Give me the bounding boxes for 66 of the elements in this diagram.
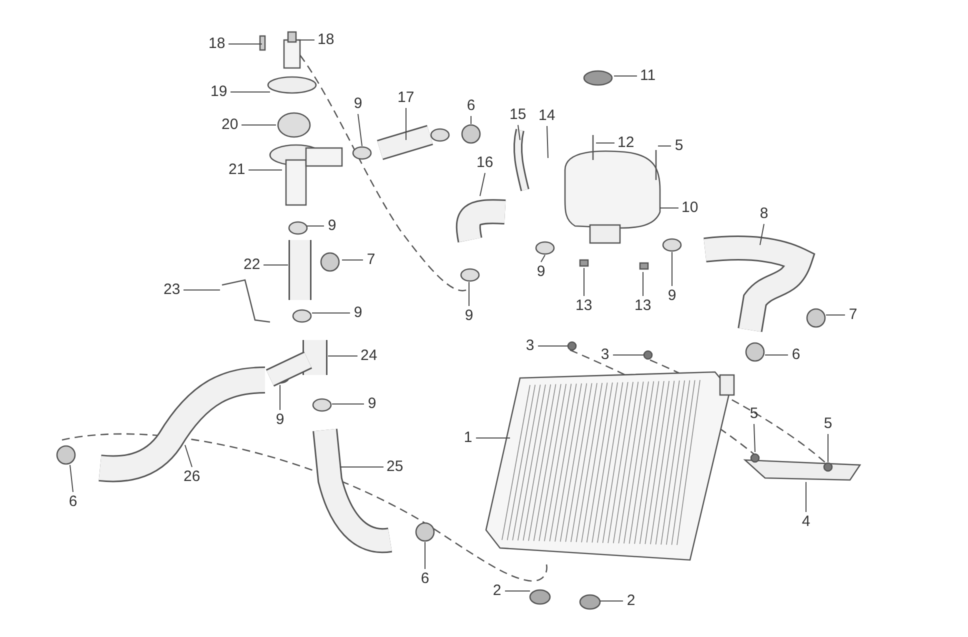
callout-number: 10 <box>682 200 698 216</box>
callout-number: 9 <box>667 288 677 304</box>
callout-number: 9 <box>275 412 285 428</box>
callout-number: 26 <box>184 469 200 485</box>
leader-line <box>70 464 74 492</box>
leader-line <box>518 124 520 140</box>
callout-number: 6 <box>466 98 476 114</box>
leader-line <box>340 466 384 468</box>
callout-number: 22 <box>244 257 260 273</box>
callout-number: 14 <box>538 108 556 124</box>
callout-number: 18 <box>208 36 226 52</box>
leader-line <box>764 354 788 356</box>
callout-number: 20 <box>222 117 238 133</box>
leader-line <box>263 264 288 266</box>
leader-line <box>642 272 644 296</box>
callout-number: 17 <box>398 90 414 106</box>
leader-line <box>760 224 764 246</box>
callout-number: 9 <box>353 96 363 112</box>
leader-line <box>424 542 426 570</box>
callout-number: 16 <box>476 155 494 171</box>
leader-line <box>468 282 470 306</box>
leader-line <box>312 312 350 314</box>
callout-number: 13 <box>634 298 652 314</box>
leader-line <box>470 116 472 124</box>
leader-line <box>480 172 486 196</box>
callout-number: 7 <box>848 307 858 323</box>
callout-number: 23 <box>164 282 180 298</box>
callout-number: 6 <box>791 347 801 363</box>
leader-line <box>600 600 624 602</box>
leader-line <box>540 254 546 262</box>
callout-number: 4 <box>801 514 811 530</box>
callout-number: 5 <box>674 138 684 154</box>
callout-number: 9 <box>327 218 337 234</box>
leader-line <box>504 590 530 592</box>
callout-number: 11 <box>640 68 656 84</box>
leader-line <box>184 444 192 468</box>
leader-line <box>754 424 756 452</box>
callout-number: 9 <box>367 396 377 412</box>
callout-number: 9 <box>464 308 474 324</box>
callout-number: 25 <box>386 459 404 475</box>
callout-number: 5 <box>749 406 759 422</box>
callout-number: 12 <box>618 135 634 151</box>
callout-number: 7 <box>366 252 376 268</box>
callout-number: 1 <box>463 430 473 446</box>
callout-number: 9 <box>536 264 546 280</box>
callout-number: 8 <box>759 206 769 222</box>
callout-number: 3 <box>600 347 610 363</box>
callout-number: 3 <box>525 338 535 354</box>
callout-number: 2 <box>626 593 636 609</box>
leader-line <box>546 126 548 158</box>
callout-number: 19 <box>210 84 228 100</box>
leader-line <box>596 142 615 144</box>
callout-number: 5 <box>823 416 833 432</box>
callout-number: 18 <box>318 32 334 48</box>
leader-line <box>241 124 276 126</box>
callout-number: 9 <box>353 305 363 321</box>
callout-number: 24 <box>360 348 378 364</box>
callout-number: 15 <box>510 107 526 123</box>
leader-line <box>826 314 846 316</box>
callout-number: 2 <box>492 583 502 599</box>
callout-number: 6 <box>68 494 78 510</box>
callout-number: 6 <box>420 571 430 587</box>
leader-line <box>612 354 644 356</box>
callout-number: 21 <box>228 162 246 178</box>
callout-number: 13 <box>576 298 592 314</box>
leader-line <box>358 114 362 146</box>
